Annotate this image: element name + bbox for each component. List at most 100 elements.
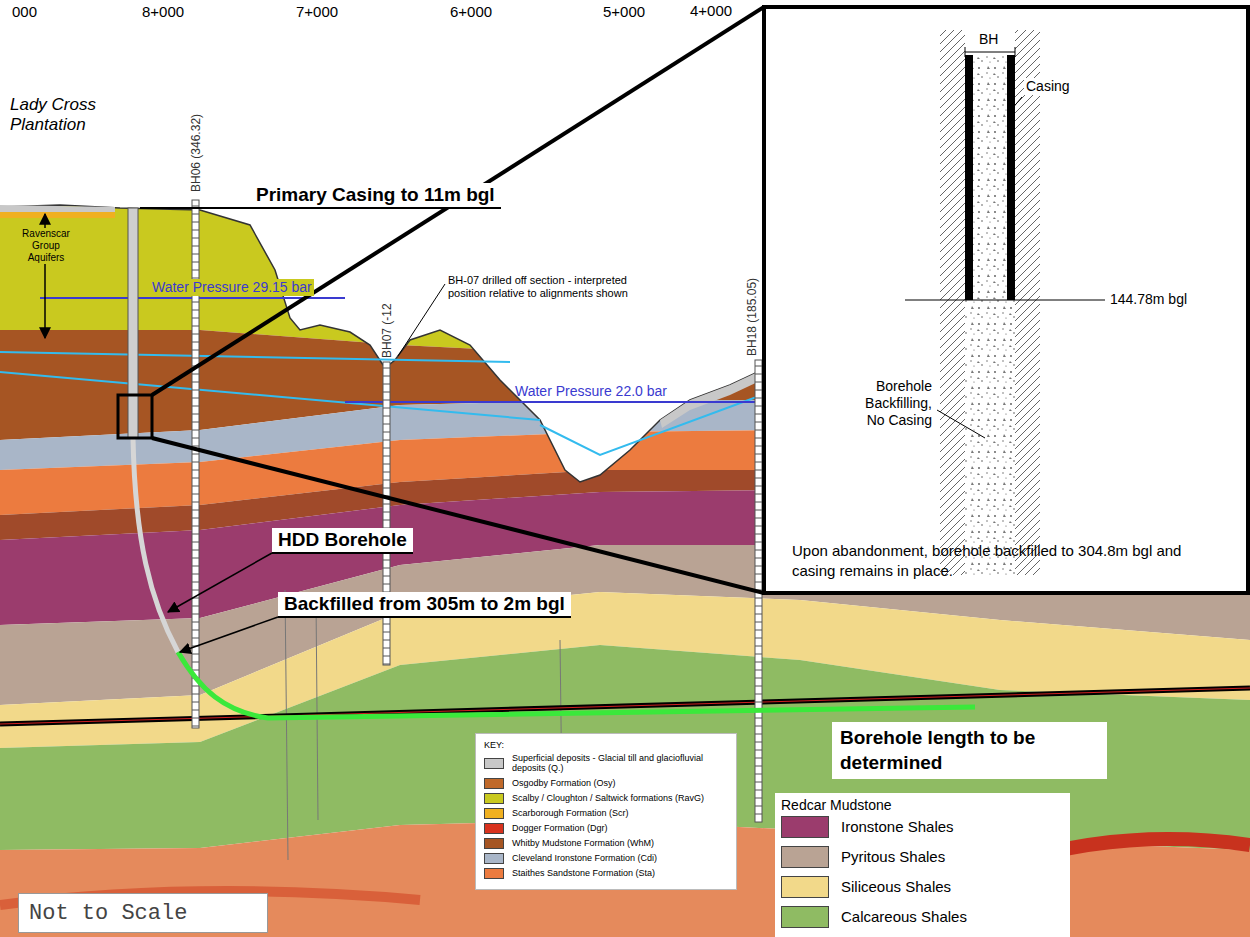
borehole-tick <box>192 262 199 263</box>
borehole-tick <box>755 598 762 599</box>
label-text: Water Pressure 29.15 bar <box>150 279 314 296</box>
legend-box: KEY: Superficial deposits - Glacial till … <box>475 733 737 890</box>
borehole-tick <box>755 782 762 783</box>
borehole-tick <box>383 640 390 641</box>
borehole-tick <box>192 374 199 375</box>
borehole-tick <box>192 566 199 567</box>
borehole-tick <box>755 534 762 535</box>
borehole-tick <box>755 414 762 415</box>
borehole-tick <box>192 254 199 255</box>
label-holder: BH-07 drilled off section - interpreted … <box>448 274 663 300</box>
borehole-tick <box>383 512 390 513</box>
borehole-tick <box>192 710 199 711</box>
borehole-tick <box>755 766 762 767</box>
borehole-tick <box>383 632 390 633</box>
borehole-tick <box>755 638 762 639</box>
label-holder: 4+000 <box>690 2 732 20</box>
borehole-tick <box>192 694 199 695</box>
borehole-tick <box>755 702 762 703</box>
borehole-tick <box>192 630 199 631</box>
borehole-tick <box>192 726 199 727</box>
legend-row: Cleveland Ironstone Formation (Cdi) <box>484 853 728 864</box>
legend-text: Cleveland Ironstone Formation (Cdi) <box>512 853 657 863</box>
borehole-tick <box>383 488 390 489</box>
borehole-tick <box>192 590 199 591</box>
borehole-tick <box>192 302 199 303</box>
legend-box: Redcar MudstoneIronstone ShalesPyritous … <box>775 793 1070 937</box>
label-holder: 144.78m bgl <box>1110 291 1187 308</box>
borehole-tick <box>755 614 762 615</box>
borehole-tick <box>383 456 390 457</box>
borehole-tick <box>192 342 199 343</box>
label-text: BH18 (185.05) <box>745 278 759 356</box>
borehole-tick <box>192 398 199 399</box>
label-text: 000 <box>12 3 37 21</box>
borehole-tick <box>383 440 390 441</box>
borehole-tick <box>755 606 762 607</box>
borehole-tick <box>192 510 199 511</box>
dimension-line <box>965 52 1015 53</box>
borehole-tick <box>192 246 199 247</box>
borehole-tick <box>192 542 199 543</box>
legend-row: Staithes Sandstone Formation (Sta) <box>484 868 728 879</box>
label-holder: Water Pressure 29.15 bar <box>150 279 314 296</box>
hdd-borehole-future <box>178 652 975 718</box>
legend-row: Ironstone Shales <box>781 816 1064 838</box>
borehole-tick <box>192 518 199 519</box>
ground-hatch <box>940 30 965 575</box>
borehole-tick <box>192 534 199 535</box>
depth-line <box>905 300 1105 301</box>
borehole-tick <box>383 656 390 657</box>
borehole-tick <box>755 518 762 519</box>
borehole-tick <box>192 582 199 583</box>
borehole-tick <box>192 494 199 495</box>
borehole-tick <box>383 464 390 465</box>
leader-line <box>937 410 985 438</box>
borehole-tick <box>755 494 762 495</box>
borehole-tick <box>755 790 762 791</box>
legend-text: Whitby Mudstone Formation (WhM) <box>512 838 654 848</box>
borehole-tick <box>755 806 762 807</box>
borehole-tick <box>192 214 199 215</box>
borehole-tick <box>755 582 762 583</box>
label-text: KEY: <box>484 740 728 750</box>
legend-row: Superficial deposits - Glacial till and … <box>484 753 728 774</box>
water-table <box>0 372 540 420</box>
borehole-tick <box>755 510 762 511</box>
label-text: Water Pressure 22.0 bar <box>515 383 667 400</box>
borehole-tick <box>192 478 199 479</box>
borehole-tick <box>192 550 199 551</box>
legend-swatch <box>484 778 504 789</box>
borehole-tick <box>755 382 762 383</box>
borehole-tick <box>755 742 762 743</box>
fault-line <box>316 600 318 820</box>
legend-text: Superficial deposits - Glacial till and … <box>512 753 728 774</box>
borehole-tick <box>755 486 762 487</box>
borehole-tick <box>755 374 762 375</box>
ground-hatch <box>1015 30 1040 575</box>
superficial-deposit <box>660 370 762 428</box>
borehole-tick <box>383 584 390 585</box>
label-text: Redcar Mudstone <box>781 797 1064 813</box>
legend-swatch <box>781 816 829 838</box>
borehole-tick <box>192 662 199 663</box>
borehole-tick <box>755 390 762 391</box>
borehole-tick <box>192 422 199 423</box>
label-holder: 000 <box>12 3 37 21</box>
borehole-tick <box>192 318 199 319</box>
legend-swatch <box>484 838 504 849</box>
label-text: 7+000 <box>296 3 338 21</box>
borehole-tick <box>192 470 199 471</box>
borehole-tick <box>192 454 199 455</box>
borehole-tick <box>383 472 390 473</box>
label-text: Borehole Backfilling, No Casing <box>848 378 934 428</box>
scarborough-strip <box>0 212 115 218</box>
water-table <box>540 395 762 455</box>
legend-text: Siliceous Shales <box>841 878 951 895</box>
borehole-tick <box>383 392 390 393</box>
callout-box: Not to Scale <box>18 893 268 933</box>
borehole-tick <box>383 504 390 505</box>
borehole-tick <box>383 408 390 409</box>
callout-box: Primary Casing to 11m bgl <box>250 183 501 209</box>
label-holder: Borehole Backfilling, No Casing <box>848 378 934 428</box>
